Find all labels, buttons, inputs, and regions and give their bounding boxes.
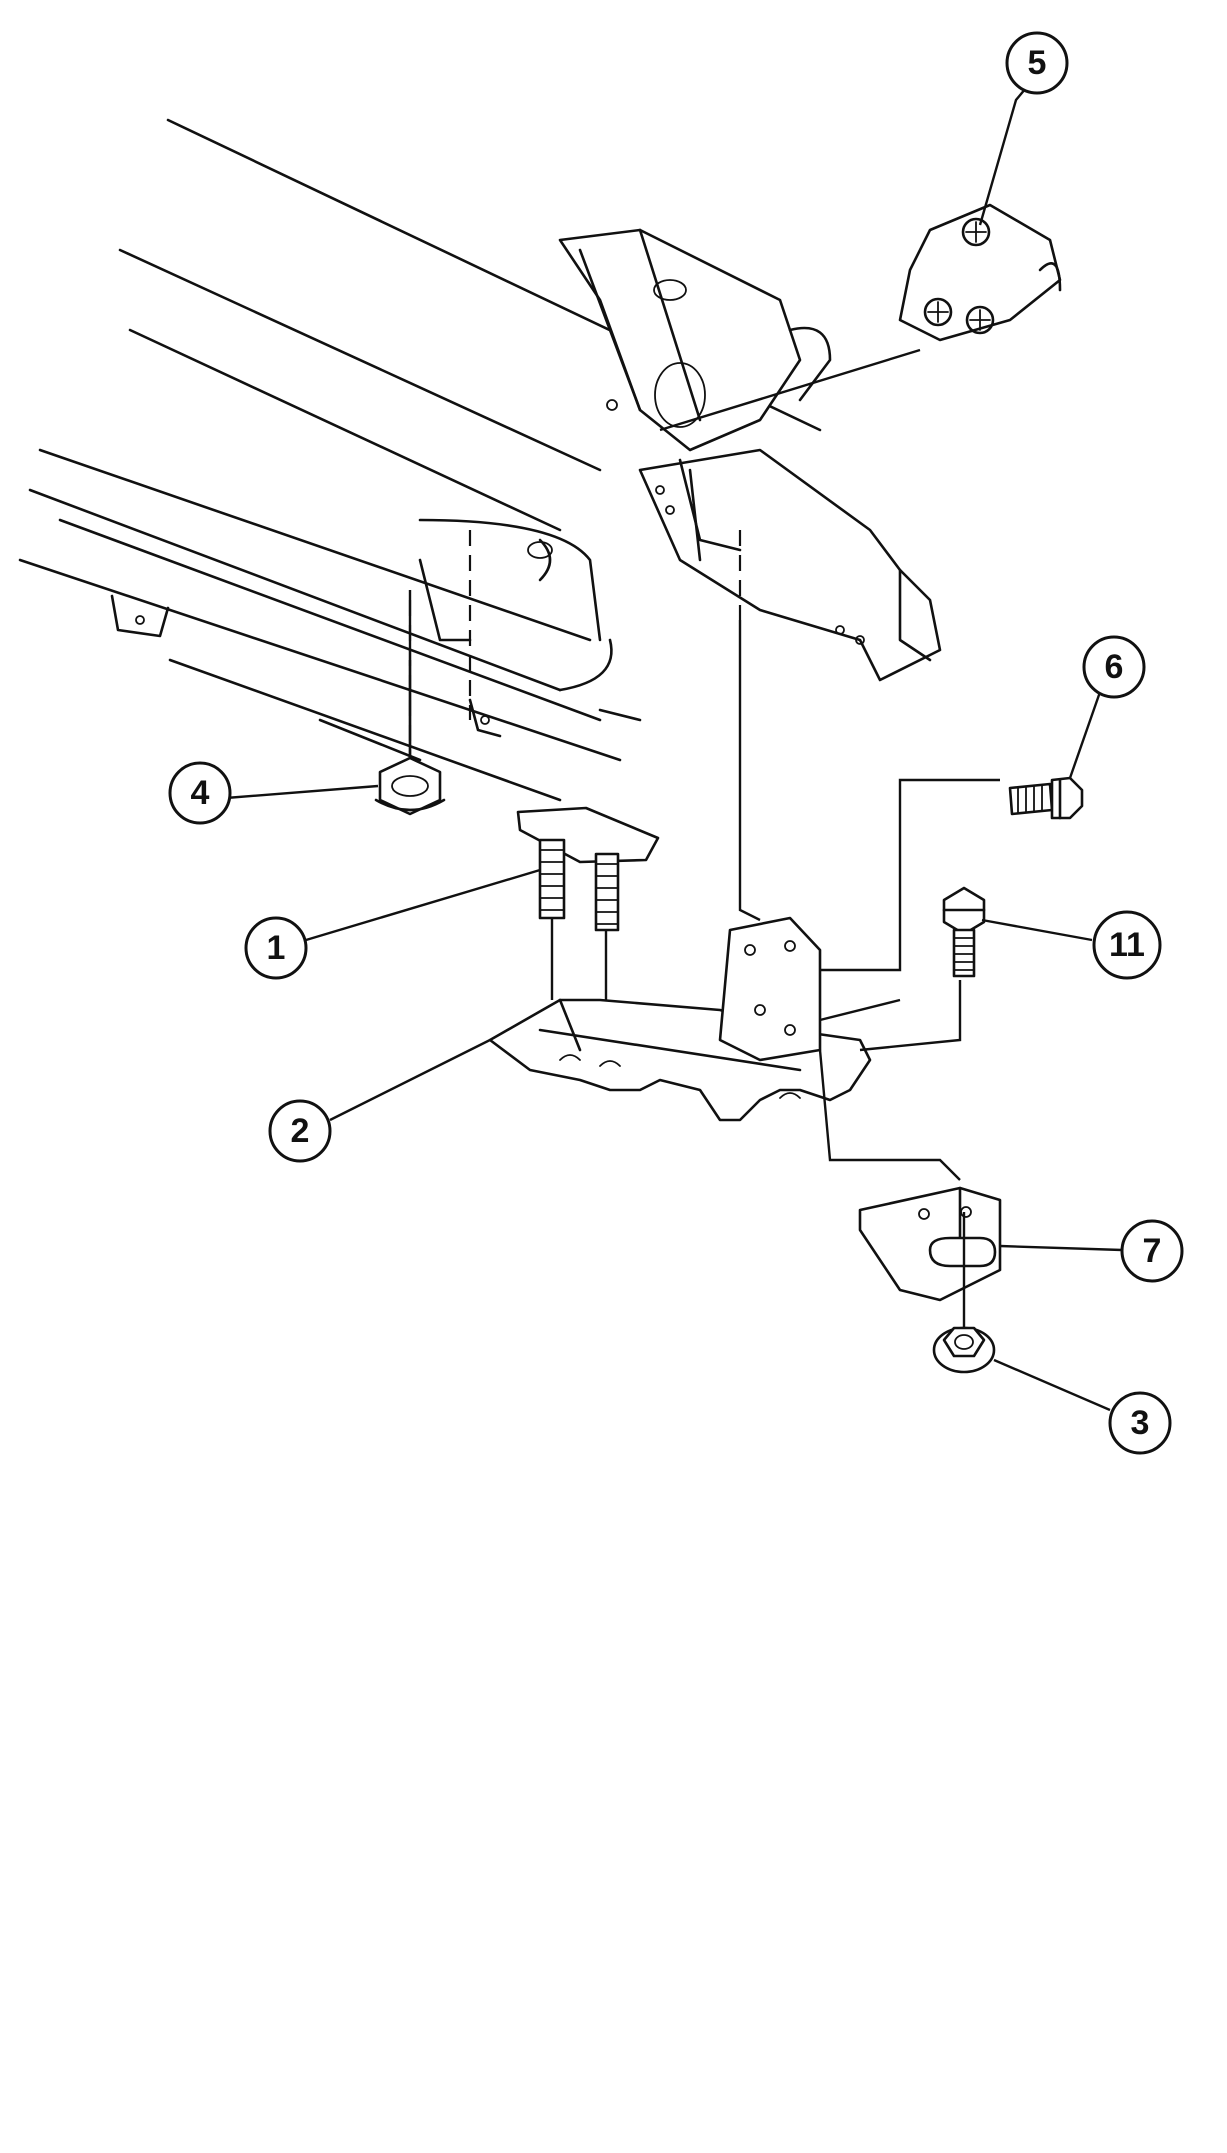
callout-3-label: 3 [1131,1404,1150,1442]
part-5-upper-bracket [898,203,1062,342]
callout-7: 7 [1120,1219,1184,1283]
callout-1-label: 1 [267,929,286,967]
part-2-support-bracket [488,778,1000,1181]
frame-crossmember [18,118,942,802]
callout-5-label: 5 [1028,44,1047,82]
callout-4-label: 4 [191,774,210,812]
callout-11: 11 [1092,910,1162,980]
part-4-nut [374,660,446,816]
callout-4: 4 [168,761,232,825]
part-7-lower-bracket [858,1186,1002,1335]
part-1-insulator [516,806,660,1010]
callout-2: 2 [268,1099,332,1163]
callout-6-label: 6 [1105,648,1124,686]
callout-5: 5 [1005,31,1069,95]
part-11-bolt [942,886,986,978]
callout-7-label: 7 [1143,1232,1162,1270]
callout-2-label: 2 [291,1112,310,1150]
callout-leaders [225,87,1123,1412]
part-6-bolt [1008,776,1084,820]
callout-3: 3 [1108,1391,1172,1455]
callout-11-label: 11 [1109,926,1145,964]
part-3-flange-nut [932,1326,996,1374]
callout-6: 6 [1082,635,1146,699]
callout-1: 1 [244,916,308,980]
